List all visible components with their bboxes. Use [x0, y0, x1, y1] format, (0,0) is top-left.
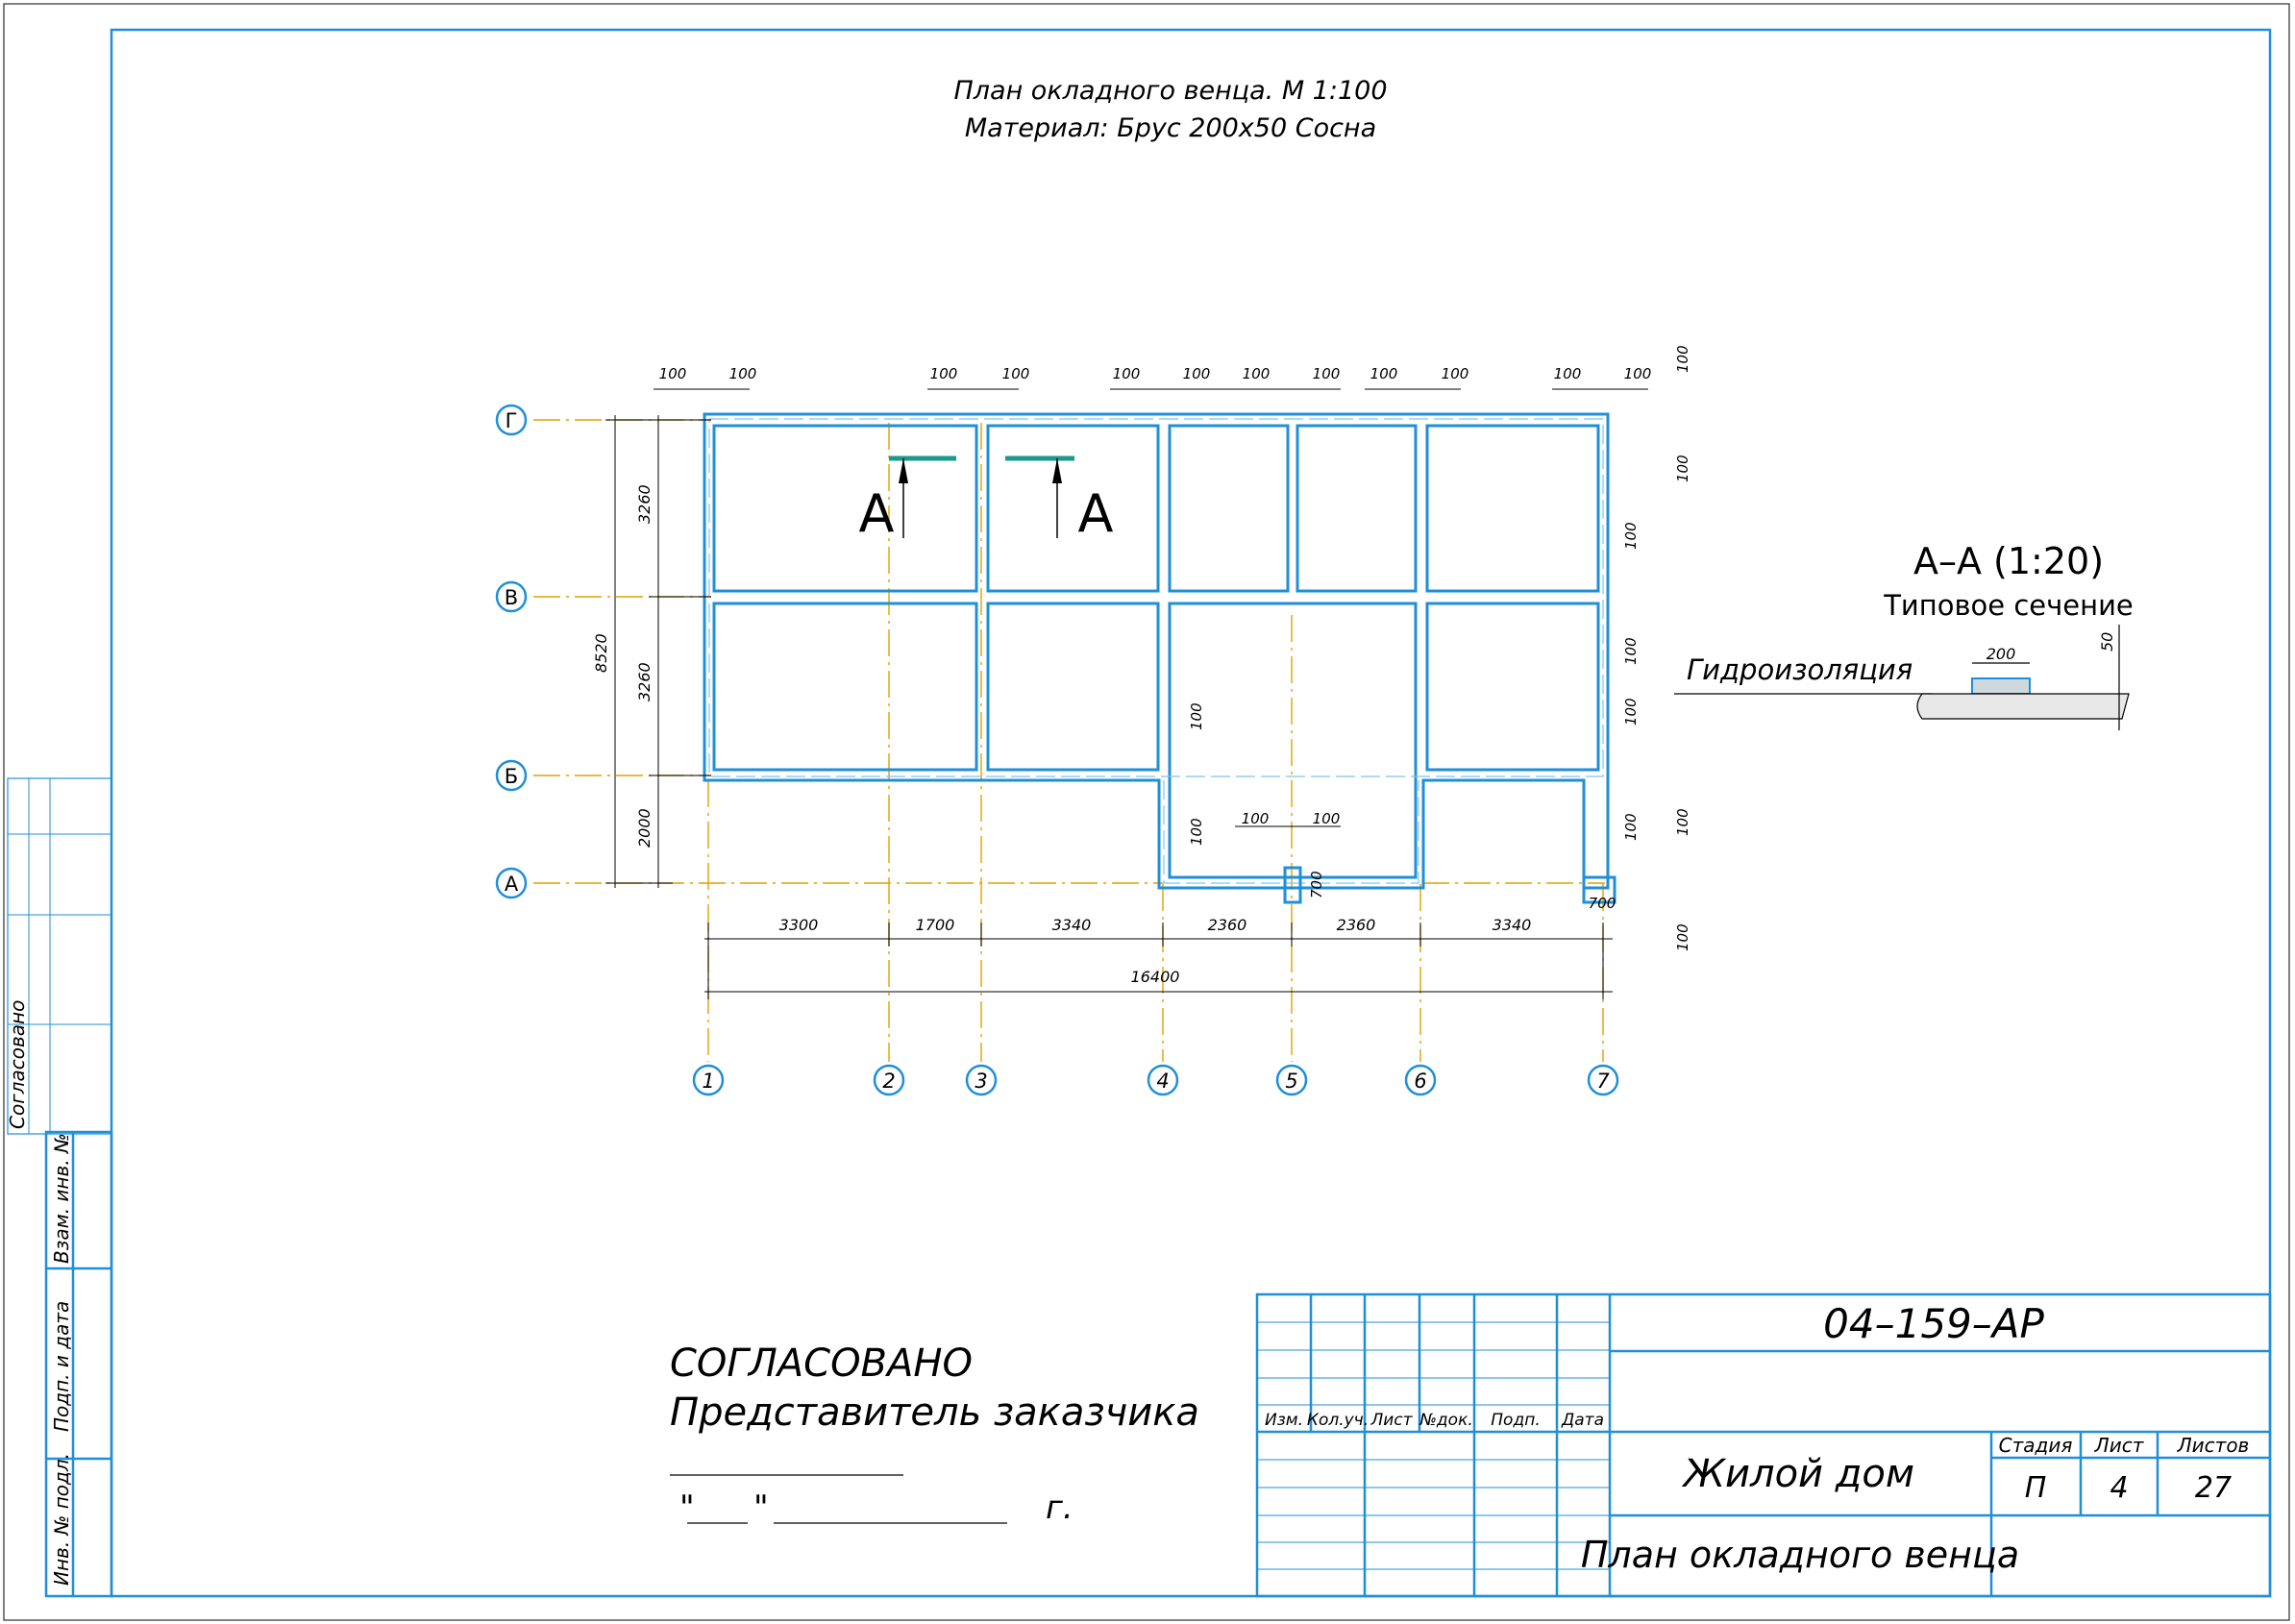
- row-axis-v: В: [505, 586, 518, 609]
- dim-bottom-2: 1700: [916, 916, 955, 934]
- tb-sheet-label: Лист: [2094, 1434, 2145, 1457]
- side-stamp-agreed: Согласовано: [6, 1000, 29, 1129]
- col-axis-2: 2: [882, 1070, 895, 1093]
- plan-material: Материал: Брус 200х50 Сосна: [965, 113, 1376, 143]
- sheet-outer-border: [3, 3, 2290, 1621]
- dim-small-21: 100: [1674, 808, 1691, 836]
- drawing-frame: [110, 28, 2272, 1598]
- col-axis-lines: [707, 423, 1604, 1062]
- dim-small-20: 100: [1622, 813, 1640, 841]
- dim-bottom-4: 2360: [1208, 916, 1247, 934]
- dim-total: 16400: [1131, 968, 1180, 986]
- section-height: 50: [2098, 632, 2116, 652]
- row-axis-b: Б: [505, 765, 518, 788]
- dim-left-3: 2000: [635, 808, 654, 848]
- tb-h-sign: Подп.: [1491, 1411, 1540, 1430]
- section-mark-right: А: [1078, 483, 1114, 544]
- row-axis-a: А: [505, 873, 519, 896]
- dim-bottom-5: 2360: [1337, 916, 1376, 934]
- section-title: А–А (1:20): [1913, 540, 2104, 582]
- dim-small-14: 100: [1313, 810, 1341, 827]
- dim-small-1: 100: [659, 365, 687, 382]
- col-axis-6: 6: [1414, 1070, 1426, 1093]
- side-stamp-sign-date: Подп. и дата: [50, 1301, 73, 1432]
- dim-pad-2: 700: [1589, 895, 1616, 912]
- section-mark-left: А: [859, 483, 895, 544]
- approval-block: СОГЛАСОВАНО Представитель заказчика " " …: [670, 1341, 1199, 1527]
- side-stamp-orig-no: Инв. № подл.: [50, 1453, 73, 1586]
- dim-small-7: 100: [1243, 365, 1271, 382]
- tb-stage-label: Стадия: [1999, 1434, 2073, 1457]
- tb-sheets: 27: [2195, 1471, 2232, 1505]
- tb-h-list: Лист: [1370, 1411, 1413, 1430]
- section-label: Гидроизоляция: [1687, 653, 1912, 686]
- dim-small-9: 100: [1370, 365, 1398, 382]
- approval-year: г.: [1046, 1489, 1073, 1527]
- dim-left-total: 8520: [592, 633, 610, 673]
- dim-left-2: 3260: [635, 662, 654, 701]
- title-block: 04–159–АР Изм. Кол.уч. Лист №док. Подп. …: [1255, 1292, 2272, 1598]
- dim-small-23: 100: [1188, 702, 1205, 730]
- dim-bottom-3: 3340: [1052, 916, 1092, 934]
- dim-small-10: 100: [1442, 365, 1469, 382]
- col-axis-7: 7: [1596, 1070, 1610, 1093]
- tb-h-izm: Изм.: [1265, 1411, 1303, 1430]
- col-axis-4: 4: [1156, 1070, 1169, 1093]
- dim-small-22: 100: [1674, 923, 1691, 951]
- dim-small-4: 100: [1002, 365, 1030, 382]
- tb-sheets-label: Листов: [2177, 1434, 2250, 1457]
- dim-small-5: 100: [1113, 365, 1141, 382]
- section-subtitle: Типовое сечение: [1883, 589, 2134, 622]
- dim-small-8: 100: [1313, 365, 1341, 382]
- tb-stage: П: [2025, 1471, 2047, 1505]
- col-axis-1: 1: [702, 1070, 714, 1093]
- section-mark: А А: [859, 455, 1114, 544]
- row-axis-lines: [533, 419, 1605, 884]
- left-dimensions: 3260 3260 2000 8520: [592, 415, 711, 888]
- plan-title: План окладного венца. М 1:100: [953, 76, 1387, 106]
- tb-drawing: План окладного венца: [1581, 1534, 2019, 1576]
- approval-quote-close: ": [753, 1489, 769, 1527]
- bottom-dimensions: 3300 1700 3340 2360 2360 3340 16400: [704, 916, 1613, 999]
- dim-small-2: 100: [729, 365, 757, 382]
- dim-small-19: 100: [1622, 698, 1640, 726]
- col-axis-5: 5: [1285, 1070, 1297, 1093]
- tb-code: 04–159–АР: [1823, 1300, 2044, 1347]
- dim-small-13: 100: [1242, 810, 1270, 827]
- dim-small-16: 100: [1674, 455, 1691, 482]
- dim-small-24: 100: [1188, 818, 1205, 846]
- side-stamp: Согласовано Взам. инв. № Подп. и дата Ин…: [6, 777, 113, 1598]
- dim-small-18: 100: [1622, 637, 1640, 665]
- foundation-walls: [703, 412, 1616, 904]
- dim-small-11: 100: [1554, 365, 1582, 382]
- approval-title: СОГЛАСОВАНО: [670, 1341, 973, 1386]
- dim-small-3: 100: [930, 365, 958, 382]
- tb-sheet: 4: [2110, 1471, 2128, 1505]
- col-axis-markers: 1 2 3 4 5 6 7: [692, 1064, 1619, 1096]
- tb-h-date: Дата: [1561, 1411, 1604, 1430]
- dim-small-6: 100: [1183, 365, 1211, 382]
- section-detail: А–А (1:20) Типовое сечение Гидроизоляция…: [1674, 540, 2134, 730]
- tb-h-doc: №док.: [1419, 1411, 1473, 1430]
- dim-small-12: 100: [1624, 365, 1652, 382]
- tb-h-kol: Кол.уч.: [1307, 1411, 1369, 1430]
- row-axis-g: Г: [506, 409, 518, 432]
- row-axis-markers: Г В Б А: [495, 404, 528, 899]
- small-dimensions: 100 100 100 100 100 100 100 100 100 100 …: [654, 345, 1691, 951]
- approval-quote-open: ": [679, 1489, 695, 1527]
- dim-bottom-6: 3340: [1493, 916, 1532, 934]
- dim-bottom-1: 3300: [779, 916, 819, 934]
- tb-object: Жилой дом: [1681, 1452, 1914, 1496]
- dim-left-1: 3260: [635, 484, 654, 524]
- col-axis-3: 3: [975, 1070, 987, 1093]
- approval-subtitle: Представитель заказчика: [670, 1390, 1199, 1435]
- section-width: 200: [1987, 645, 2016, 663]
- side-stamp-ref-no: Взам. инв. №: [50, 1133, 73, 1264]
- dim-small-17: 100: [1622, 522, 1640, 550]
- dim-small-15: 100: [1674, 345, 1691, 373]
- dim-pad-1: 700: [1308, 871, 1325, 898]
